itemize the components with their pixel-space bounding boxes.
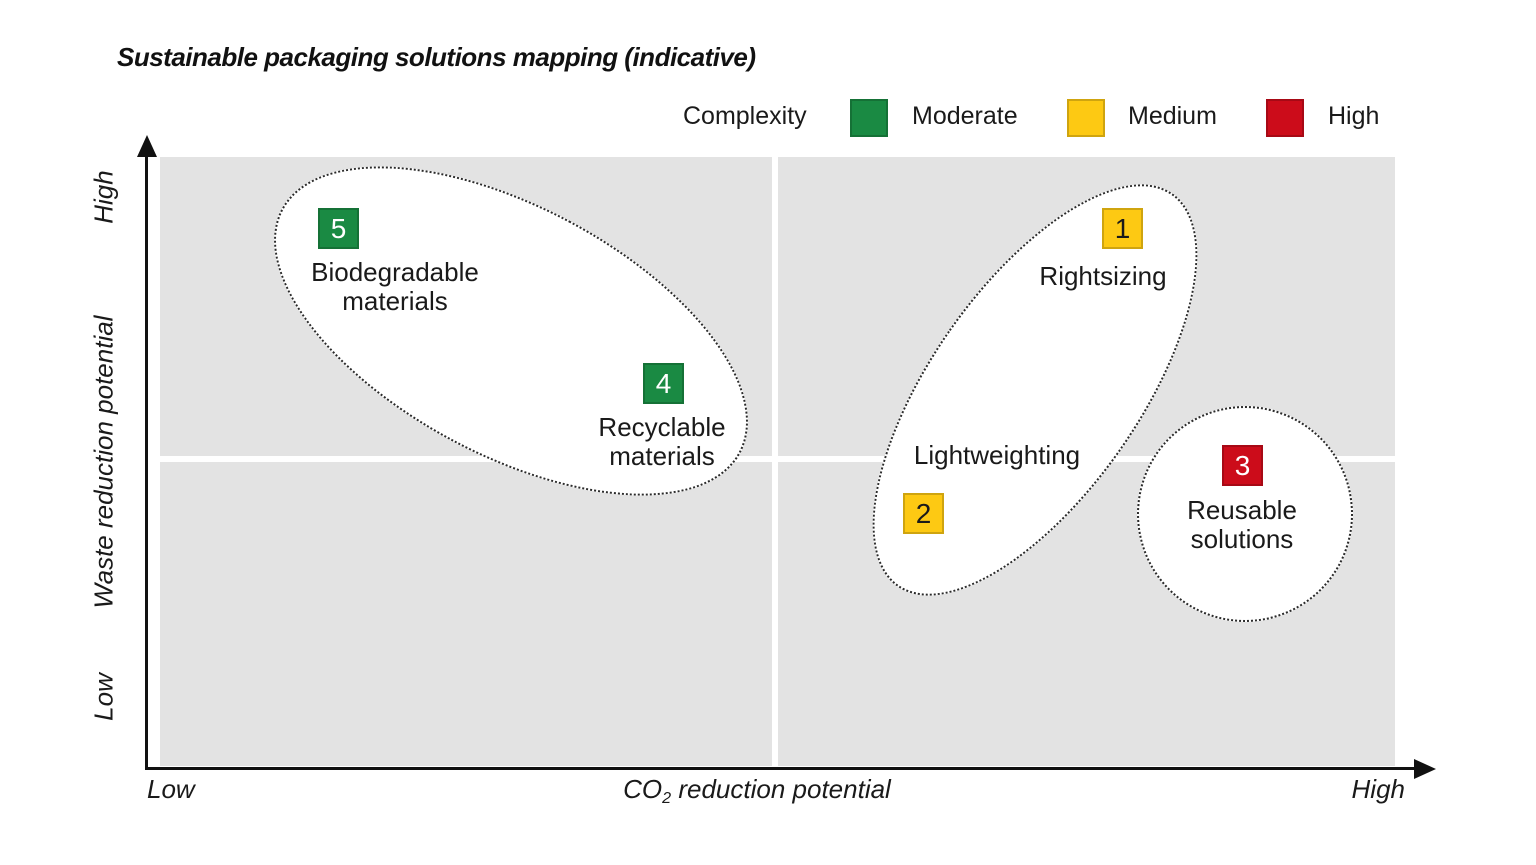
page-title: Sustainable packaging solutions mapping … bbox=[117, 42, 756, 72]
y-axis-high-label: High bbox=[88, 170, 119, 224]
point-marker-4: 4 bbox=[643, 363, 684, 404]
x-axis-low-label: Low bbox=[147, 774, 195, 804]
legend-title: Complexity bbox=[683, 102, 807, 130]
point-label-recyclable-materials: Recyclable materials bbox=[598, 412, 726, 472]
point-marker-3: 3 bbox=[1222, 445, 1263, 486]
legend-swatch-medium bbox=[1067, 99, 1105, 137]
x-axis-title-co: CO bbox=[623, 774, 663, 804]
x-axis-title: CO2 reduction potential bbox=[623, 774, 891, 807]
y-axis-arrow-icon bbox=[137, 135, 157, 157]
point-label-rightsizing: Rightsizing bbox=[1039, 261, 1167, 291]
y-axis-line bbox=[145, 150, 148, 768]
point-label-lightweighting: Lightweighting bbox=[913, 440, 1081, 470]
cluster-circle-high bbox=[1137, 406, 1353, 622]
x-axis-title-rest: reduction potential bbox=[671, 774, 891, 804]
point-marker-2: 2 bbox=[903, 493, 944, 534]
point-marker-1: 1 bbox=[1102, 208, 1143, 249]
x-axis-arrow-icon bbox=[1414, 759, 1436, 779]
legend-swatch-high bbox=[1266, 99, 1304, 137]
legend-label-medium: Medium bbox=[1128, 102, 1217, 130]
x-axis-line bbox=[145, 767, 1417, 770]
legend-swatch-moderate bbox=[850, 99, 888, 137]
x-axis-title-subscript: 2 bbox=[662, 788, 672, 807]
point-label-biodegradable-materials: Biodegradable materials bbox=[311, 257, 479, 317]
x-axis-high-label: High bbox=[1351, 774, 1405, 804]
y-axis-title: Waste reduction potential bbox=[88, 315, 119, 609]
legend-label-high: High bbox=[1328, 102, 1380, 130]
quadrant-divider-horizontal bbox=[160, 456, 1395, 462]
point-marker-5: 5 bbox=[318, 208, 359, 249]
legend-label-moderate: Moderate bbox=[912, 102, 1018, 130]
y-axis-low-label: Low bbox=[88, 673, 119, 721]
point-label-reusable-solutions: Reusable solutions bbox=[1187, 495, 1297, 555]
